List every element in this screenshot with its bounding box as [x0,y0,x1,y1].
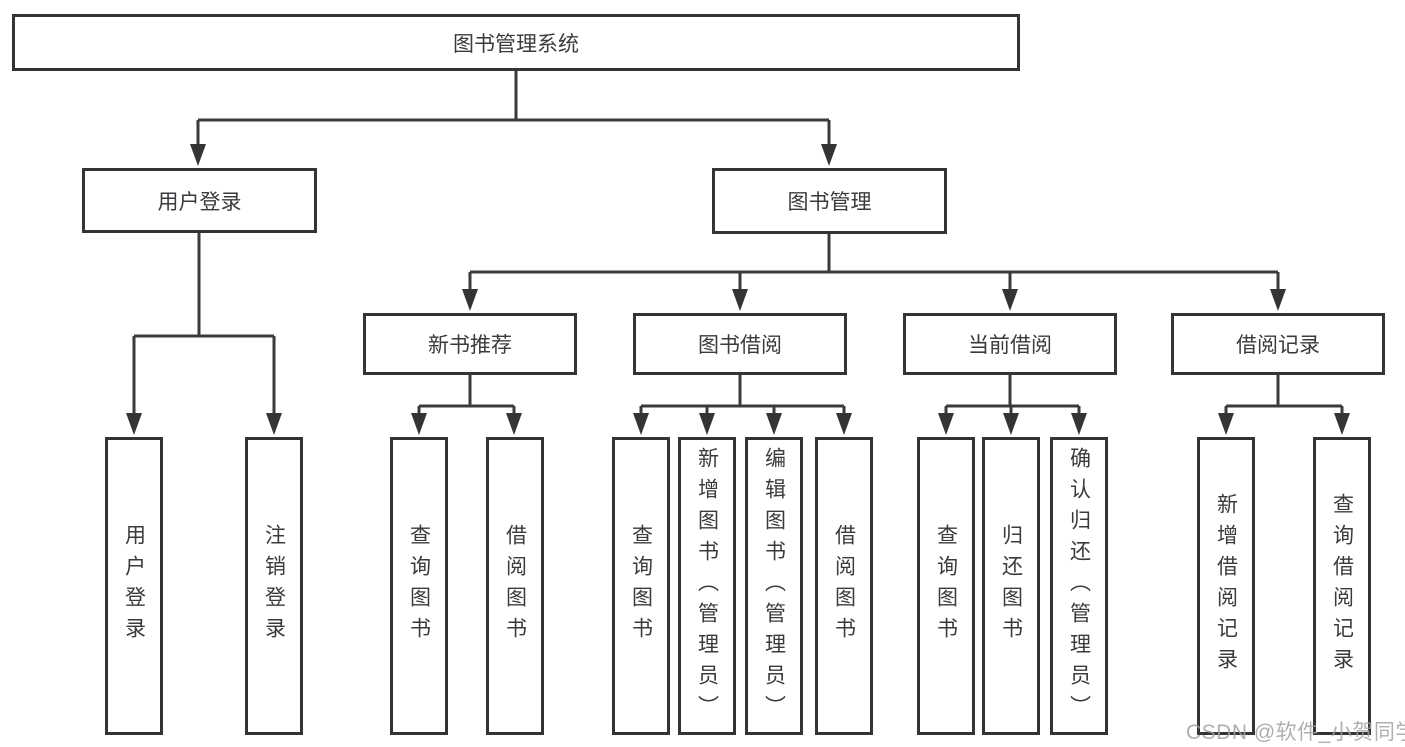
leaf-query-books-borrow: 查询图书 [612,437,670,735]
leaf-user-login: 用户登录 [105,437,163,735]
leaf-borrow-books-recommend: 借阅图书 [486,437,544,735]
leaf-confirm-return-admin-label: 确认归还（管理员） [1067,446,1091,726]
leaf-query-books-current: 查询图书 [917,437,975,735]
leaf-add-borrow-record: 新增借阅记录 [1197,437,1255,735]
leaf-return-books-label: 归还图书 [999,524,1023,648]
leaf-add-books-admin: 新增图书（管理员） [678,437,736,735]
leaf-borrow-books-recommend-label: 借阅图书 [503,524,527,648]
arrowheads [126,144,1350,435]
node-new-book-recommend: 新书推荐 [363,313,577,375]
node-root: 图书管理系统 [12,14,1020,71]
leaf-query-books-recommend-label: 查询图书 [407,524,431,648]
node-book-management-label: 图书管理 [787,191,872,214]
leaf-user-login-label: 用户登录 [122,524,146,648]
connector-paths [132,70,1344,424]
node-book-borrow-label: 图书借阅 [698,334,782,357]
node-borrow-records-label: 借阅记录 [1236,334,1320,357]
leaf-edit-books-admin-label: 编辑图书（管理员） [762,446,786,726]
leaf-borrow-books: 借阅图书 [815,437,873,735]
leaf-query-books-current-label: 查询图书 [934,524,958,648]
node-new-book-recommend-label: 新书推荐 [428,334,512,357]
leaf-logout: 注销登录 [245,437,303,735]
leaf-confirm-return-admin: 确认归还（管理员） [1050,437,1108,735]
node-user-login: 用户登录 [82,168,317,233]
node-book-borrow: 图书借阅 [633,313,847,375]
node-user-login-label: 用户登录 [157,190,242,214]
node-book-management: 图书管理 [712,168,947,234]
leaf-return-books: 归还图书 [982,437,1040,735]
leaf-query-borrow-record: 查询借阅记录 [1313,437,1371,735]
leaf-query-books-borrow-label: 查询图书 [629,524,653,648]
leaf-borrow-books-label: 借阅图书 [832,524,856,648]
node-current-borrow: 当前借阅 [903,313,1117,375]
leaf-add-borrow-record-label: 新增借阅记录 [1214,493,1238,679]
leaf-edit-books-admin: 编辑图书（管理员） [745,437,803,735]
node-borrow-records: 借阅记录 [1171,313,1385,375]
csdn-watermark: CSDN @软件_小贺同学 [1186,721,1405,744]
leaf-query-books-recommend: 查询图书 [390,437,448,735]
leaf-logout-label: 注销登录 [262,524,286,648]
node-current-borrow-label: 当前借阅 [968,334,1052,357]
leaf-query-borrow-record-label: 查询借阅记录 [1330,493,1354,679]
leaf-add-books-admin-label: 新增图书（管理员） [695,446,719,726]
node-root-label: 图书管理系统 [453,32,579,56]
